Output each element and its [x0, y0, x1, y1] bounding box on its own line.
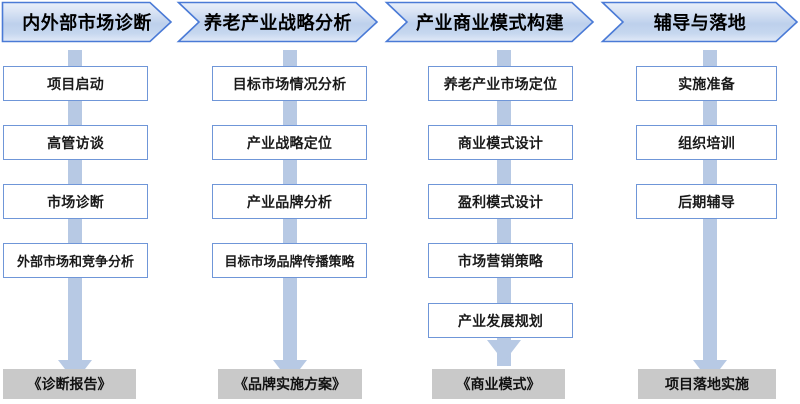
output-box-1[interactable]: 《诊断报告》: [3, 369, 136, 399]
output-label: 《商业模式》: [456, 376, 541, 392]
phase-header-row: 内外部市场诊断 养老产业战略分析 产业商业模式构建 辅导与落地: [0, 0, 800, 46]
step-box-3-5[interactable]: 产业发展规划: [428, 303, 573, 338]
phase-header-4[interactable]: 辅导与落地: [602, 2, 798, 42]
phase-header-4-label: 辅导与落地: [653, 13, 747, 33]
step-label: 外部市场和竞争分析: [16, 254, 134, 269]
output-box-3[interactable]: 《商业模式》: [432, 369, 565, 399]
output-box-2[interactable]: 《品牌实施方案》: [218, 369, 362, 399]
step-label: 后期辅导: [678, 193, 735, 210]
step-label: 市场营销策略: [457, 252, 544, 269]
step-label: 商业模式设计: [457, 134, 544, 151]
phase-header-1-label: 内外部市场诊断: [22, 13, 152, 33]
output-label: 《诊断报告》: [27, 376, 112, 392]
step-label: 市场诊断: [47, 193, 104, 210]
step-label: 产业品牌分析: [246, 193, 333, 210]
step-box-2-2[interactable]: 产业战略定位: [212, 125, 367, 160]
step-box-4-2[interactable]: 组织培训: [636, 125, 777, 160]
step-label: 产业发展规划: [457, 312, 544, 329]
step-box-3-3[interactable]: 盈利模式设计: [428, 184, 573, 219]
step-label: 养老产业市场定位: [443, 75, 558, 92]
step-box-1-1[interactable]: 项目启动: [3, 66, 148, 101]
step-box-4-1[interactable]: 实施准备: [636, 66, 777, 101]
flow-arrowhead-column-3: [487, 340, 521, 362]
step-box-1-2[interactable]: 高管访谈: [3, 125, 148, 160]
phase-header-1[interactable]: 内外部市场诊断: [2, 2, 172, 42]
step-box-3-4[interactable]: 市场营销策略: [428, 243, 573, 278]
output-label: 《品牌实施方案》: [234, 376, 346, 392]
step-label: 组织培训: [678, 134, 735, 151]
step-box-1-3[interactable]: 市场诊断: [3, 184, 148, 219]
step-label: 盈利模式设计: [457, 193, 544, 210]
step-label: 高管访谈: [47, 134, 104, 151]
step-box-3-1[interactable]: 养老产业市场定位: [428, 66, 573, 101]
output-box-4[interactable]: 项目落地实施: [638, 369, 776, 399]
step-label: 产业战略定位: [246, 134, 333, 151]
step-box-1-4[interactable]: 外部市场和竞争分析: [3, 243, 148, 278]
step-box-3-2[interactable]: 商业模式设计: [428, 125, 573, 160]
step-box-2-4[interactable]: 目标市场品牌传播策略: [212, 243, 367, 278]
step-box-4-3[interactable]: 后期辅导: [636, 184, 777, 219]
step-label: 目标市场品牌传播策略: [224, 254, 355, 269]
step-label: 项目启动: [47, 75, 104, 92]
phase-header-3-label: 产业商业模式构建: [416, 13, 564, 33]
step-box-2-3[interactable]: 产业品牌分析: [212, 184, 367, 219]
output-label: 项目落地实施: [665, 376, 749, 392]
step-label: 目标市场情况分析: [232, 75, 347, 92]
phase-header-3[interactable]: 产业商业模式构建: [386, 2, 594, 42]
step-box-2-1[interactable]: 目标市场情况分析: [212, 66, 367, 101]
phase-header-2[interactable]: 养老产业战略分析: [178, 2, 378, 42]
phase-header-2-label: 养老产业战略分析: [204, 13, 352, 33]
step-label: 实施准备: [678, 75, 735, 92]
